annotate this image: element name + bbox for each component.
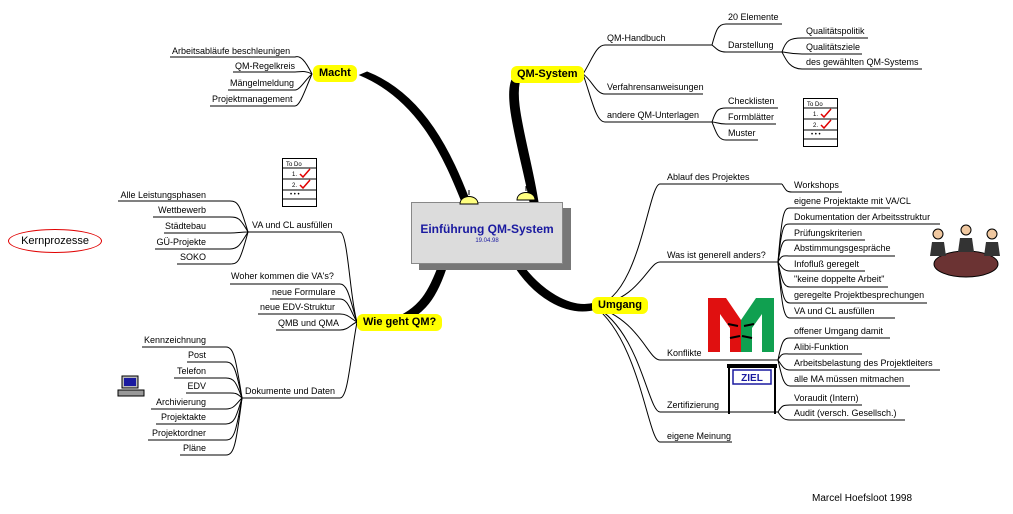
va-cl-item: Wettbewerb	[158, 205, 206, 215]
konflikte-item: Arbeitsbelastung des Projektleiters	[794, 358, 933, 368]
lightbulb-icon	[459, 190, 479, 205]
center-title: Einführung QM-System	[420, 222, 554, 236]
va-cl: VA und CL ausfüllen	[252, 220, 333, 230]
dokumente-item: Projektordner	[151, 428, 206, 438]
dokumente-item: Archivierung	[155, 397, 206, 407]
andere-item: Formblätter	[728, 112, 775, 122]
conflict-faces-icon	[708, 298, 774, 352]
qmb-qma: QMB und QMA	[278, 318, 340, 328]
qm-darstellung: Darstellung	[728, 40, 774, 50]
center-node[interactable]: Einführung QM-System 19.04.98	[411, 202, 563, 264]
checklist-icon: To Do 1. 2. • • •	[803, 98, 838, 147]
macht-item: Mängelmeldung	[230, 78, 295, 88]
dokumente-item: EDV	[187, 381, 206, 391]
anders-item: Abstimmungsgespräche	[794, 243, 891, 253]
zertifizierung: Zertifizierung	[667, 400, 720, 410]
checklist-header: To Do	[807, 102, 823, 108]
workshops: Workshops	[794, 180, 839, 190]
darstellung-item: des gewählten QM-Systems	[806, 57, 919, 67]
woher: Woher kommen die VA's?	[231, 271, 334, 281]
svg-text:• • •: • • •	[811, 132, 821, 138]
macht-item: QM-Regelkreis	[235, 61, 296, 71]
svg-text:1.: 1.	[813, 112, 818, 118]
anders-item: "keine doppelte Arbeit"	[794, 274, 885, 284]
dokumente-item: Post	[187, 350, 206, 360]
lightbulb-icon	[516, 186, 536, 201]
ziel-text: ZIEL	[741, 373, 763, 384]
va-cl-item: Alle Leistungsphasen	[120, 190, 206, 200]
checklist-header: To Do	[286, 162, 302, 168]
anders-item: Prüfungskriterien	[794, 228, 863, 238]
svg-text:2.: 2.	[292, 183, 297, 189]
dokumente-item: Pläne	[182, 443, 206, 453]
andere-item: Checklisten	[728, 96, 775, 106]
svg-text:2.: 2.	[813, 123, 818, 129]
eigene-meinung: eigene Meinung	[667, 431, 732, 441]
meeting-people-icon	[930, 224, 1000, 278]
dokumente-daten: Dokumente und Daten	[245, 386, 336, 396]
kernprozesse-label[interactable]: Kernprozesse	[8, 229, 102, 253]
zert-item: Voraudit (Intern)	[794, 393, 859, 403]
qm-handbuch: QM-Handbuch	[607, 33, 666, 43]
konflikte-item: alle MA müssen mitmachen	[794, 374, 905, 384]
va-cl-item: SOKO	[179, 252, 206, 262]
ziel-sign-icon: ZIEL	[727, 364, 777, 414]
qm-andere: andere QM-Unterlagen	[607, 110, 700, 120]
va-cl-item: Städtebau	[164, 221, 206, 231]
center-subtitle: 19.04.98	[475, 238, 499, 244]
anders: Was ist generell anders?	[667, 250, 766, 260]
svg-text:• • •: • • •	[290, 192, 300, 198]
svg-text:1.: 1.	[292, 172, 297, 178]
computer-icon	[117, 375, 145, 397]
branch-macht[interactable]: Macht	[313, 65, 357, 82]
konflikte: Konflikte	[667, 348, 702, 358]
qm-elemente: 20 Elemente	[728, 12, 779, 22]
macht-item: Arbeitsabläufe beschleunigen	[172, 46, 291, 56]
qm-verfahren: Verfahrensanweisungen	[607, 82, 704, 92]
konflikte-item: Alibi-Funktion	[794, 342, 849, 352]
branch-qm-system[interactable]: QM-System	[511, 66, 584, 83]
anders-item: VA und CL ausfüllen	[794, 306, 875, 316]
darstellung-item: Qualitätspolitik	[806, 26, 865, 36]
zert-item: Audit (versch. Gesellsch.)	[794, 408, 897, 418]
dokumente-item: Telefon	[176, 366, 206, 376]
anders-item: Dokumentation der Arbeitsstruktur	[794, 212, 931, 222]
anders-item: Infofluß geregelt	[794, 259, 860, 269]
konflikte-item: offener Umgang damit	[794, 326, 883, 336]
va-cl-item: GÜ-Projekte	[156, 237, 206, 247]
neue-edv-struktur: neue EDV-Struktur	[260, 302, 336, 312]
ablauf: Ablauf des Projektes	[667, 172, 750, 182]
branch-wie-geht-qm[interactable]: Wie geht QM?	[357, 314, 443, 331]
anders-item: eigene Projektakte mit VA/CL	[794, 196, 911, 206]
dokumente-item: Kennzeichnung	[143, 335, 206, 345]
author-credit: Marcel Hoefsloot 1998	[812, 493, 913, 504]
neue-formulare: neue Formulare	[272, 287, 336, 297]
macht-item: Projektmanagement	[212, 94, 293, 104]
branch-umgang[interactable]: Umgang	[592, 297, 648, 314]
dokumente-item: Projektakte	[160, 412, 206, 422]
darstellung-item: Qualitätsziele	[806, 42, 861, 52]
checklist-icon: To Do 1. 2. • • •	[282, 158, 317, 207]
anders-item: geregelte Projektbesprechungen	[794, 290, 925, 300]
andere-item: Muster	[728, 128, 756, 138]
